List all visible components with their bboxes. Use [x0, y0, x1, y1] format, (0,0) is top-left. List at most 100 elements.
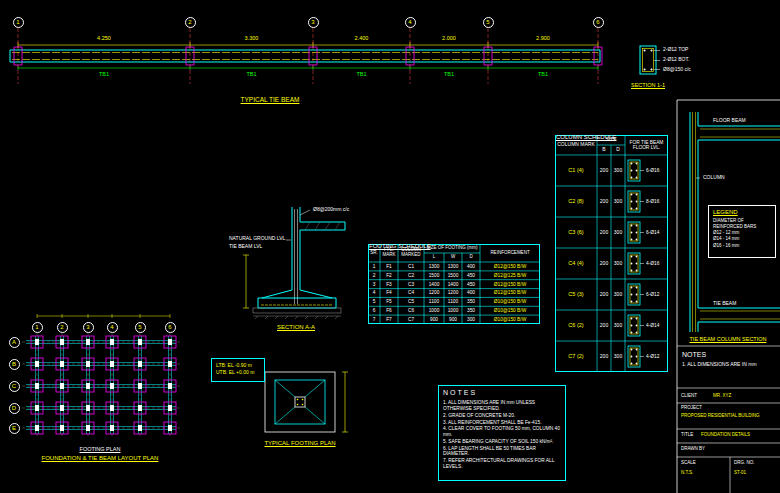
node-heading: LTB: EL -0.90 m [216, 362, 260, 368]
table-cell: 1000 [424, 306, 444, 315]
table-cell: 400 [462, 262, 480, 271]
table-cell: 450 [462, 280, 480, 289]
drawing-label: TIE BEAM COLUMN SECTION [688, 336, 767, 342]
beam-outline [10, 50, 600, 62]
table-cell: C3 (6) [555, 217, 597, 248]
dimension-line [18, 66, 598, 70]
drawing-label: 4-Ø14 [645, 323, 660, 328]
table-cell: 900 [444, 315, 462, 324]
footing-outline [258, 290, 336, 308]
node-heading: D [12, 405, 16, 411]
drawing-label: Ø8@150 c/c [662, 67, 692, 73]
node-text: UTB: EL +0.00 m [216, 369, 260, 375]
grid-bubble: 2 [185, 17, 196, 28]
table-cell: D [462, 253, 480, 262]
drawing-label: FLOOR BEAM [712, 118, 747, 124]
table-cell: F4 [380, 289, 398, 298]
table-cell: 3 [368, 280, 380, 289]
table-cell: 200 [597, 310, 611, 341]
dimension-line [243, 255, 249, 308]
table-cell: 200 [597, 155, 611, 186]
node-heading: 2 [188, 19, 191, 25]
node-heading: 3 [86, 324, 89, 330]
drawing-label: TB1 [443, 71, 455, 77]
drawing-label: 2-Ø12 TOP [662, 47, 689, 53]
table-cell: F2 [380, 271, 398, 280]
node-heading: 6 [596, 19, 599, 25]
node-text: 4. CLEAR COVER TO FOOTING 50 mm, COLUMN … [443, 426, 561, 438]
drawing-label: SCALE [680, 461, 697, 466]
node-heading: FOOTING SCHEDULE [369, 243, 431, 250]
drawing-label: TB1 [537, 71, 549, 77]
grid-bubble: B [9, 359, 20, 370]
table-cell: C2 [398, 271, 424, 280]
table-cell: 200 [597, 248, 611, 279]
beam-section [640, 46, 660, 74]
grid-bubble: C [9, 381, 20, 392]
table-cell: REINFORCEMENT [480, 244, 540, 262]
grid-bubble: 5 [135, 322, 146, 333]
column-bars [298, 400, 303, 405]
table-cell: 1400 [444, 280, 462, 289]
column-outline [690, 112, 698, 332]
table-cell: 300 [462, 315, 480, 324]
ground-line [253, 316, 341, 319]
table-cell: FOR TIE BEAM FLOOR LVL. [625, 135, 668, 155]
table-cell: 300 [611, 279, 625, 310]
table-cell: 1500 [444, 271, 462, 280]
leader-line [654, 51, 660, 70]
column-outline [292, 207, 300, 290]
table-cell: 300 [611, 310, 625, 341]
table-cell: C1 (4) [555, 155, 597, 186]
table-cell: Ø12@125 B/W [480, 271, 540, 280]
table-rule [368, 244, 540, 324]
column-bars [693, 112, 780, 332]
table-cell: 1100 [444, 297, 462, 306]
table-cell: 300 [611, 248, 625, 279]
table-cell: 200 [597, 186, 611, 217]
drawing-label: Ø8@200mm c/c [312, 207, 350, 213]
footing-schedule-grid [368, 244, 540, 324]
drawing-label: SECTION A-A [276, 324, 316, 331]
beam-outline [698, 126, 780, 322]
slab-outline [300, 222, 345, 230]
table-cell: 6 [368, 306, 380, 315]
table-cell: 300 [611, 217, 625, 248]
leader-line [696, 178, 700, 179]
grid-bubble: 5 [483, 17, 494, 28]
grid-bubble: 2 [57, 322, 68, 333]
table-cell: 5 [368, 297, 380, 306]
tie-beam [26, 336, 176, 434]
table-cell: SR. [368, 244, 380, 262]
drawing-label: MR. XYZ [712, 394, 732, 399]
drawing-label: PROPOSED RESIDENTIAL BUILDING [680, 414, 761, 419]
table-cell: 300 [611, 341, 625, 372]
table-cell: 200 [597, 217, 611, 248]
drawing-label: 1. ALL DIMENSIONS ARE IN mm [681, 362, 758, 368]
stirrup [643, 49, 654, 72]
grid-bubble: 1 [32, 322, 43, 333]
column-outline [295, 397, 305, 407]
grid-bubble: A [9, 337, 20, 348]
drawing-label: ST-01 [733, 471, 747, 476]
footing-outline [275, 380, 325, 424]
node-heading: 3 [311, 19, 314, 25]
grid-bubble: 3 [308, 17, 319, 28]
table-cell: F3 [380, 280, 398, 289]
table-cell: F6 [380, 306, 398, 315]
foundation-plan [22, 314, 180, 436]
note-box: NOTES1. ALL DIMENSIONS ARE IN mm UNLESS … [438, 385, 566, 481]
drawing-label: TB1 [245, 71, 257, 77]
table-cell: B [597, 145, 611, 155]
drawing-label: 4.250 [96, 35, 112, 41]
table-cell: SIZE OF FOOTING (mm) [424, 244, 480, 253]
table-cell: 400 [462, 289, 480, 298]
table-cell: 7 [368, 315, 380, 324]
title-block-rule [677, 346, 780, 493]
title-panel [677, 100, 780, 493]
table-cell: 350 [462, 297, 480, 306]
grid-bubble: 4 [405, 17, 416, 28]
table-cell: C4 [398, 289, 424, 298]
table-cell: 1500 [424, 271, 444, 280]
node-text: Ø14 - 14 mm [713, 236, 771, 241]
